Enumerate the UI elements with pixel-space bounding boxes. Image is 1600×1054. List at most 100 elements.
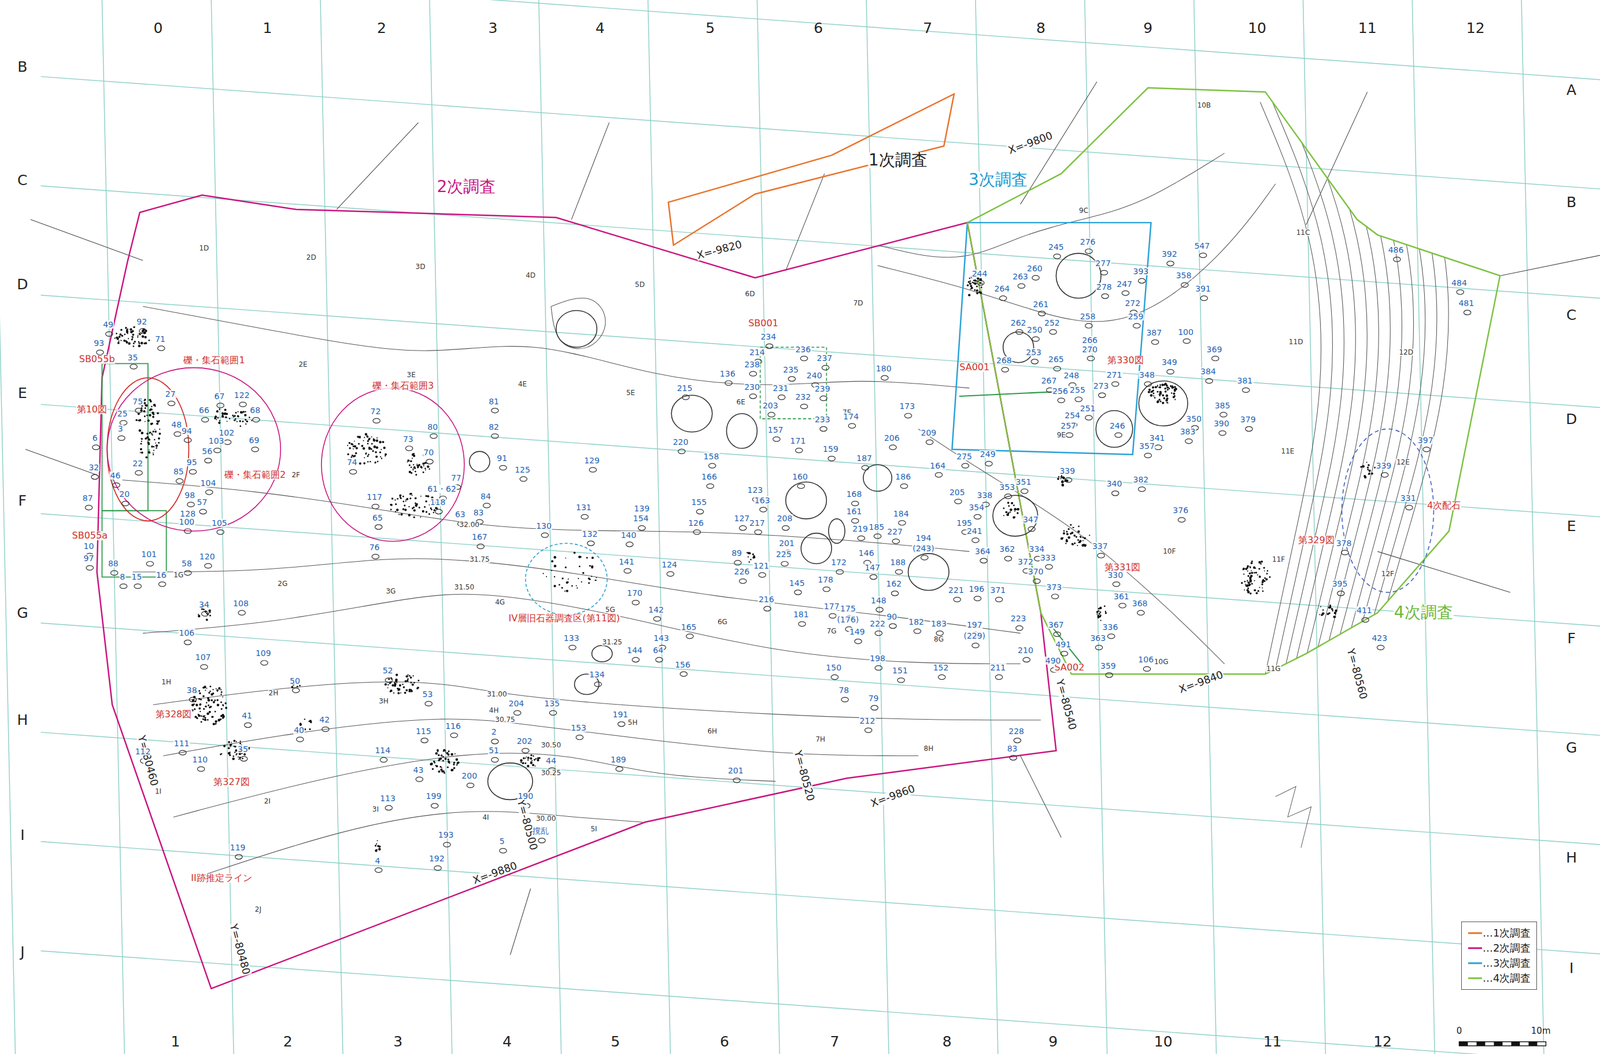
feature-number: 151 [891, 666, 909, 675]
pit [238, 610, 246, 615]
feature-number: 114 [374, 745, 391, 755]
grid-point: 4I [481, 813, 490, 821]
feature-number: 67 [213, 392, 225, 401]
pit [686, 633, 694, 639]
pit [985, 460, 993, 466]
pit [184, 437, 192, 443]
feature-number: 271 [1106, 370, 1123, 379]
pit [296, 736, 304, 742]
feature-number: 206 [883, 433, 901, 442]
feature-number: 267 [1040, 376, 1058, 385]
pit [995, 674, 1003, 679]
pit [618, 721, 626, 727]
grid-point: 2G [276, 579, 288, 587]
pit [575, 734, 583, 740]
pit [491, 756, 499, 762]
pit [973, 596, 981, 601]
feature-number: 121 [752, 561, 770, 570]
pit [1064, 477, 1072, 483]
feature-number: 127 [733, 514, 751, 523]
feature-number: 71 [154, 334, 166, 343]
feature-number: 371 [989, 585, 1007, 594]
contour-line [551, 297, 606, 349]
pit [223, 439, 231, 445]
pit [122, 500, 129, 506]
pit [626, 541, 634, 547]
feature-number: 490 [1044, 656, 1062, 665]
legend-text: …1次調査 [1482, 925, 1531, 940]
pit [1361, 617, 1369, 623]
coordinate-label: Y=-80460 [135, 733, 160, 787]
feature-number: 80 [426, 422, 439, 431]
grid-line [41, 185, 1600, 298]
pit [980, 558, 988, 563]
pit [794, 589, 802, 595]
reference-line [1499, 255, 1600, 276]
feature-number: 8 [119, 572, 126, 581]
feature-number: 109 [255, 648, 272, 657]
pit [800, 533, 832, 564]
pit [1087, 356, 1095, 361]
feature-number: 46 [109, 471, 121, 480]
grid-line [41, 76, 1600, 189]
feature-number: 262 [1010, 318, 1027, 327]
pit [1098, 392, 1106, 398]
coordinate-label: X=-9840 [1177, 668, 1226, 695]
pit [204, 563, 212, 568]
contour-line [142, 593, 1021, 664]
grid-point: 3H [378, 697, 390, 705]
grid-point: 6G [717, 618, 729, 626]
annotation: IV層旧石器調査区(第11図) [508, 613, 622, 623]
feature-number: 35 [237, 744, 249, 753]
feature-number: 208 [776, 514, 794, 523]
grid-line [41, 404, 1600, 517]
grid-point: 11C [1295, 228, 1311, 236]
pit [189, 469, 197, 475]
contour-line [877, 183, 1276, 322]
feature-number: 130 [535, 521, 553, 530]
pit [1038, 311, 1046, 316]
feature-number: 210 [1017, 645, 1034, 654]
pit [874, 630, 882, 636]
reference-line [1020, 755, 1062, 837]
feature-number: 174 [842, 412, 860, 421]
feature-number: 211 [989, 663, 1007, 672]
pit [848, 423, 856, 428]
grid-label: B [16, 58, 28, 74]
feature-number: 331 [1399, 493, 1417, 502]
feature-number: 6 [91, 433, 99, 442]
pit-features [85, 248, 1471, 872]
grid-point: 3D [415, 263, 427, 271]
pit [1031, 359, 1038, 364]
pit [349, 469, 357, 475]
feature-number: 241 [966, 526, 984, 535]
feature-number: (176) [836, 615, 860, 624]
pit [973, 514, 981, 519]
contour-line [132, 558, 1021, 634]
feature-number: 119 [229, 843, 247, 852]
grid-label: 12 [1465, 20, 1486, 35]
pit [830, 674, 838, 679]
grid-point: 11G [1265, 664, 1282, 672]
pit [935, 472, 942, 478]
pit [450, 732, 458, 738]
feature-number: 100 [1177, 327, 1195, 336]
feature-number: 125 [514, 465, 531, 474]
feature-number: 78 [837, 685, 850, 694]
pit [999, 295, 1007, 301]
feature-number: 32 [87, 463, 100, 472]
pit [1114, 432, 1122, 438]
grid-label: 11 [1262, 1033, 1283, 1048]
legend-swatch [1467, 974, 1483, 981]
pit [953, 596, 961, 602]
pit [1423, 446, 1430, 452]
feature-number: 547 [1193, 241, 1211, 250]
feature-number: 118 [429, 497, 447, 506]
feature-number: 143 [652, 633, 670, 642]
feature-number: 10 [83, 541, 95, 550]
pit [836, 569, 844, 575]
contour-line [877, 153, 1225, 258]
legend-swatch [1467, 959, 1483, 966]
pit [908, 553, 950, 591]
feature-number: 376 [1172, 505, 1189, 515]
